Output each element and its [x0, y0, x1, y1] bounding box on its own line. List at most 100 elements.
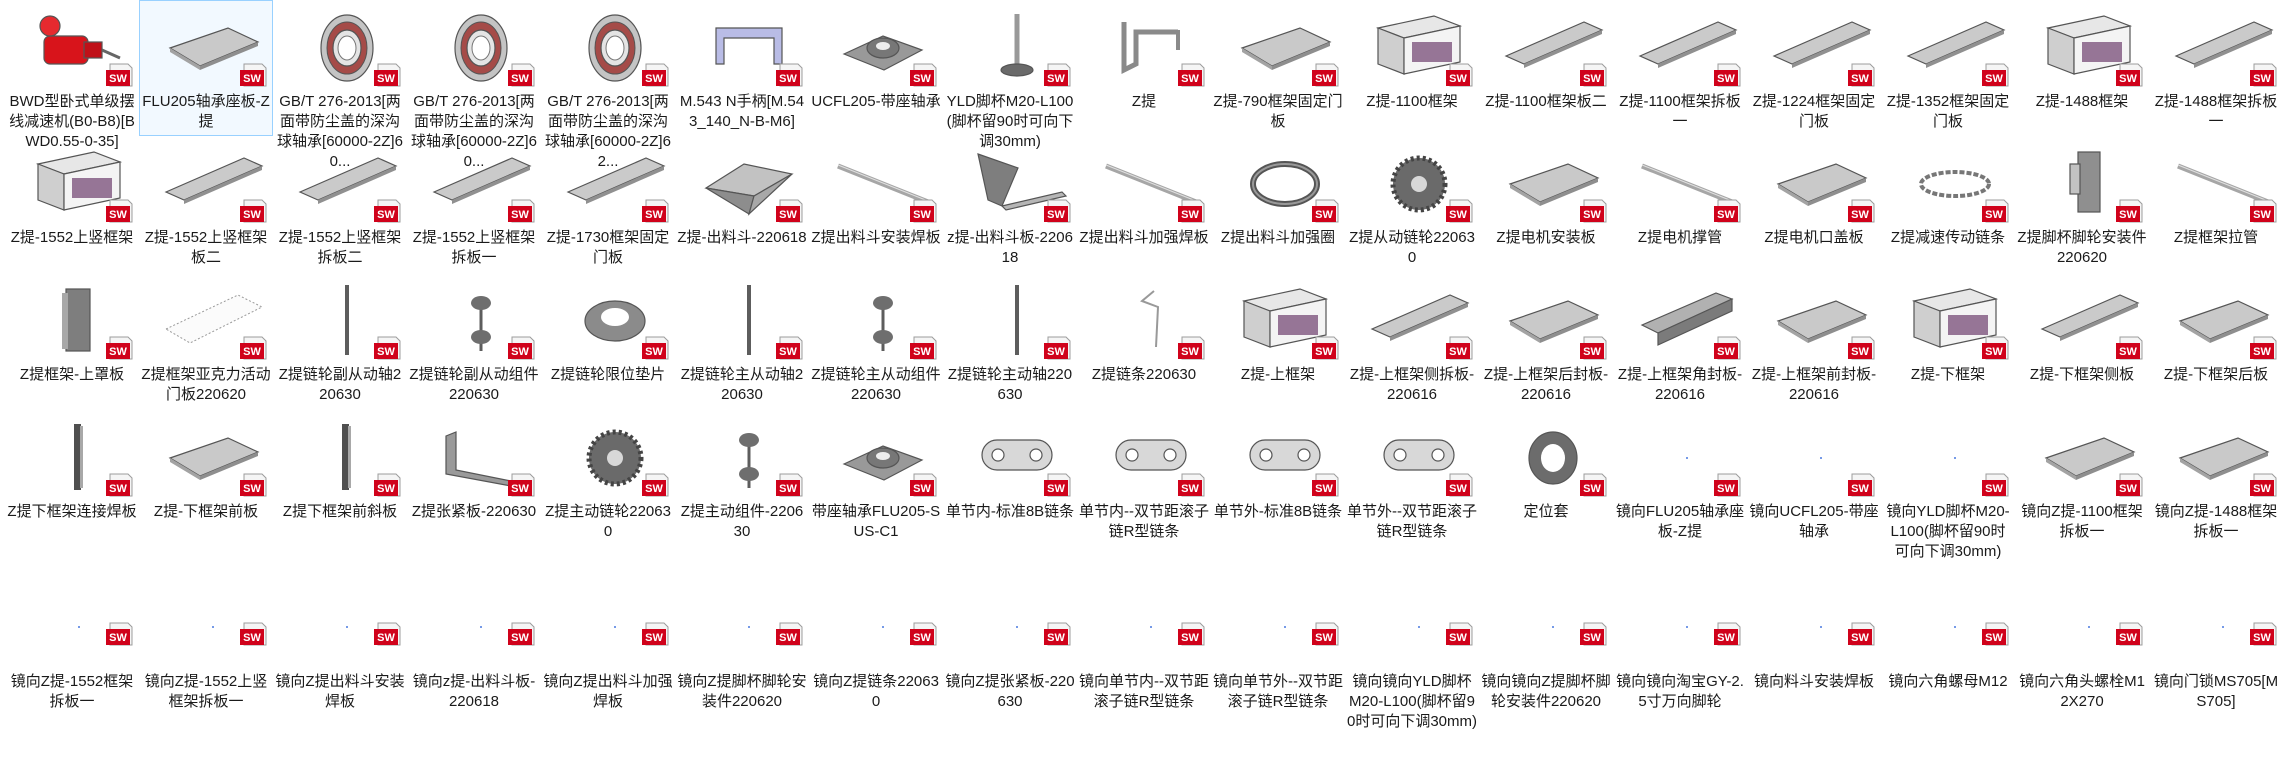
badge-text: SW: [243, 632, 261, 644]
badge-text: SW: [1315, 73, 1333, 85]
solidworks-file-icon: SW: [776, 62, 804, 88]
solidworks-file-icon: SW: [1044, 472, 1072, 498]
file-name-label: 镜向Z提-1552框架拆板一: [10, 673, 134, 710]
file-name-label: 镜向料斗安装焊板: [1753, 673, 1874, 690]
empty-icon: SW: [2034, 587, 2144, 647]
plate-icon: SW: [158, 8, 268, 88]
long-plate-icon: SW: [560, 144, 670, 224]
collar-icon: SW: [1498, 418, 1608, 498]
file-name-label: Z提主动组件-220630: [680, 503, 804, 540]
file-name-label: 镜向FLU205轴承座板-Z提: [1615, 503, 1745, 540]
plate-icon: SW: [1766, 144, 1876, 224]
file-name-label: Z提从动链轮220630: [1349, 229, 1475, 266]
badge-text: SW: [243, 346, 261, 358]
